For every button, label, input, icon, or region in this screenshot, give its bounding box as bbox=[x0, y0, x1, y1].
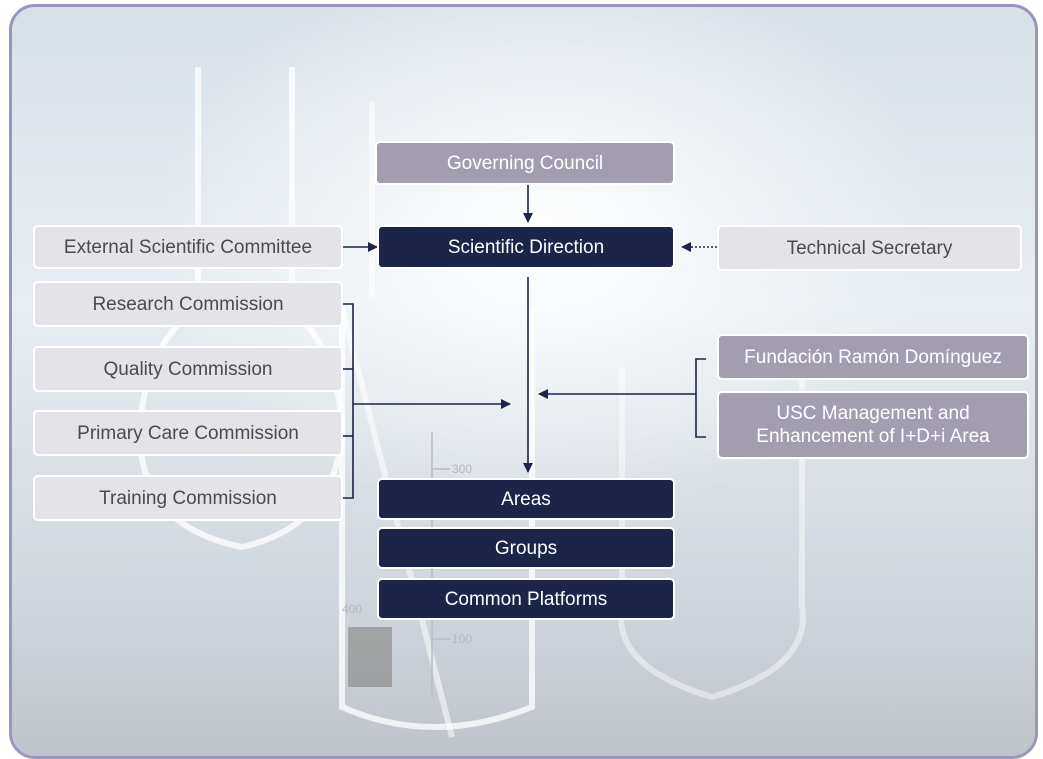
fundacion-ramon-dominguez-box: Fundación Ramón Domínguez bbox=[717, 334, 1029, 380]
commissions-bracket bbox=[342, 303, 354, 499]
external-scientific-committee-label: External Scientific Committee bbox=[63, 236, 313, 258]
quality-commission-label: Quality Commission bbox=[103, 358, 273, 380]
technical-secretary-box: Technical Secretary bbox=[717, 225, 1022, 271]
governing-council-box: Governing Council bbox=[375, 141, 675, 185]
groups-label: Groups bbox=[494, 537, 558, 559]
groups-box: Groups bbox=[377, 527, 675, 569]
glass-mark-300: 300 bbox=[452, 462, 472, 476]
primary-care-commission-box: Primary Care Commission bbox=[33, 410, 343, 456]
glass-mark-400: 400 bbox=[342, 602, 362, 616]
governing-council-label: Governing Council bbox=[446, 152, 604, 174]
connectors bbox=[342, 185, 717, 499]
scientific-direction-box: Scientific Direction bbox=[377, 225, 675, 269]
scientific-direction-label: Scientific Direction bbox=[447, 236, 605, 258]
usc-management-line2: Enhancement of I+D+i Area bbox=[756, 426, 990, 447]
training-commission-box: Training Commission bbox=[33, 475, 343, 521]
glass-mark-100: 100 bbox=[452, 632, 472, 646]
diagram-frame: 300 TC 400 100 bbox=[9, 4, 1038, 759]
training-commission-label: Training Commission bbox=[99, 487, 277, 509]
quality-commission-box: Quality Commission bbox=[33, 346, 343, 392]
primary-care-commission-label: Primary Care Commission bbox=[77, 422, 299, 444]
usc-management-box: USC Management and Enhancement of I+D+i … bbox=[717, 391, 1029, 459]
research-commission-box: Research Commission bbox=[33, 281, 343, 327]
fundacion-ramon-dominguez-label: Fundación Ramón Domínguez bbox=[744, 346, 1002, 368]
areas-label: Areas bbox=[501, 488, 551, 510]
technical-secretary-label: Technical Secretary bbox=[786, 237, 953, 259]
areas-box: Areas bbox=[377, 478, 675, 520]
common-platforms-box: Common Platforms bbox=[377, 578, 675, 620]
research-commission-label: Research Commission bbox=[92, 293, 284, 315]
usc-management-line1: USC Management and bbox=[776, 403, 970, 424]
foundations-bracket bbox=[695, 358, 706, 438]
common-platforms-label: Common Platforms bbox=[444, 588, 608, 610]
external-scientific-committee-box: External Scientific Committee bbox=[33, 225, 343, 269]
